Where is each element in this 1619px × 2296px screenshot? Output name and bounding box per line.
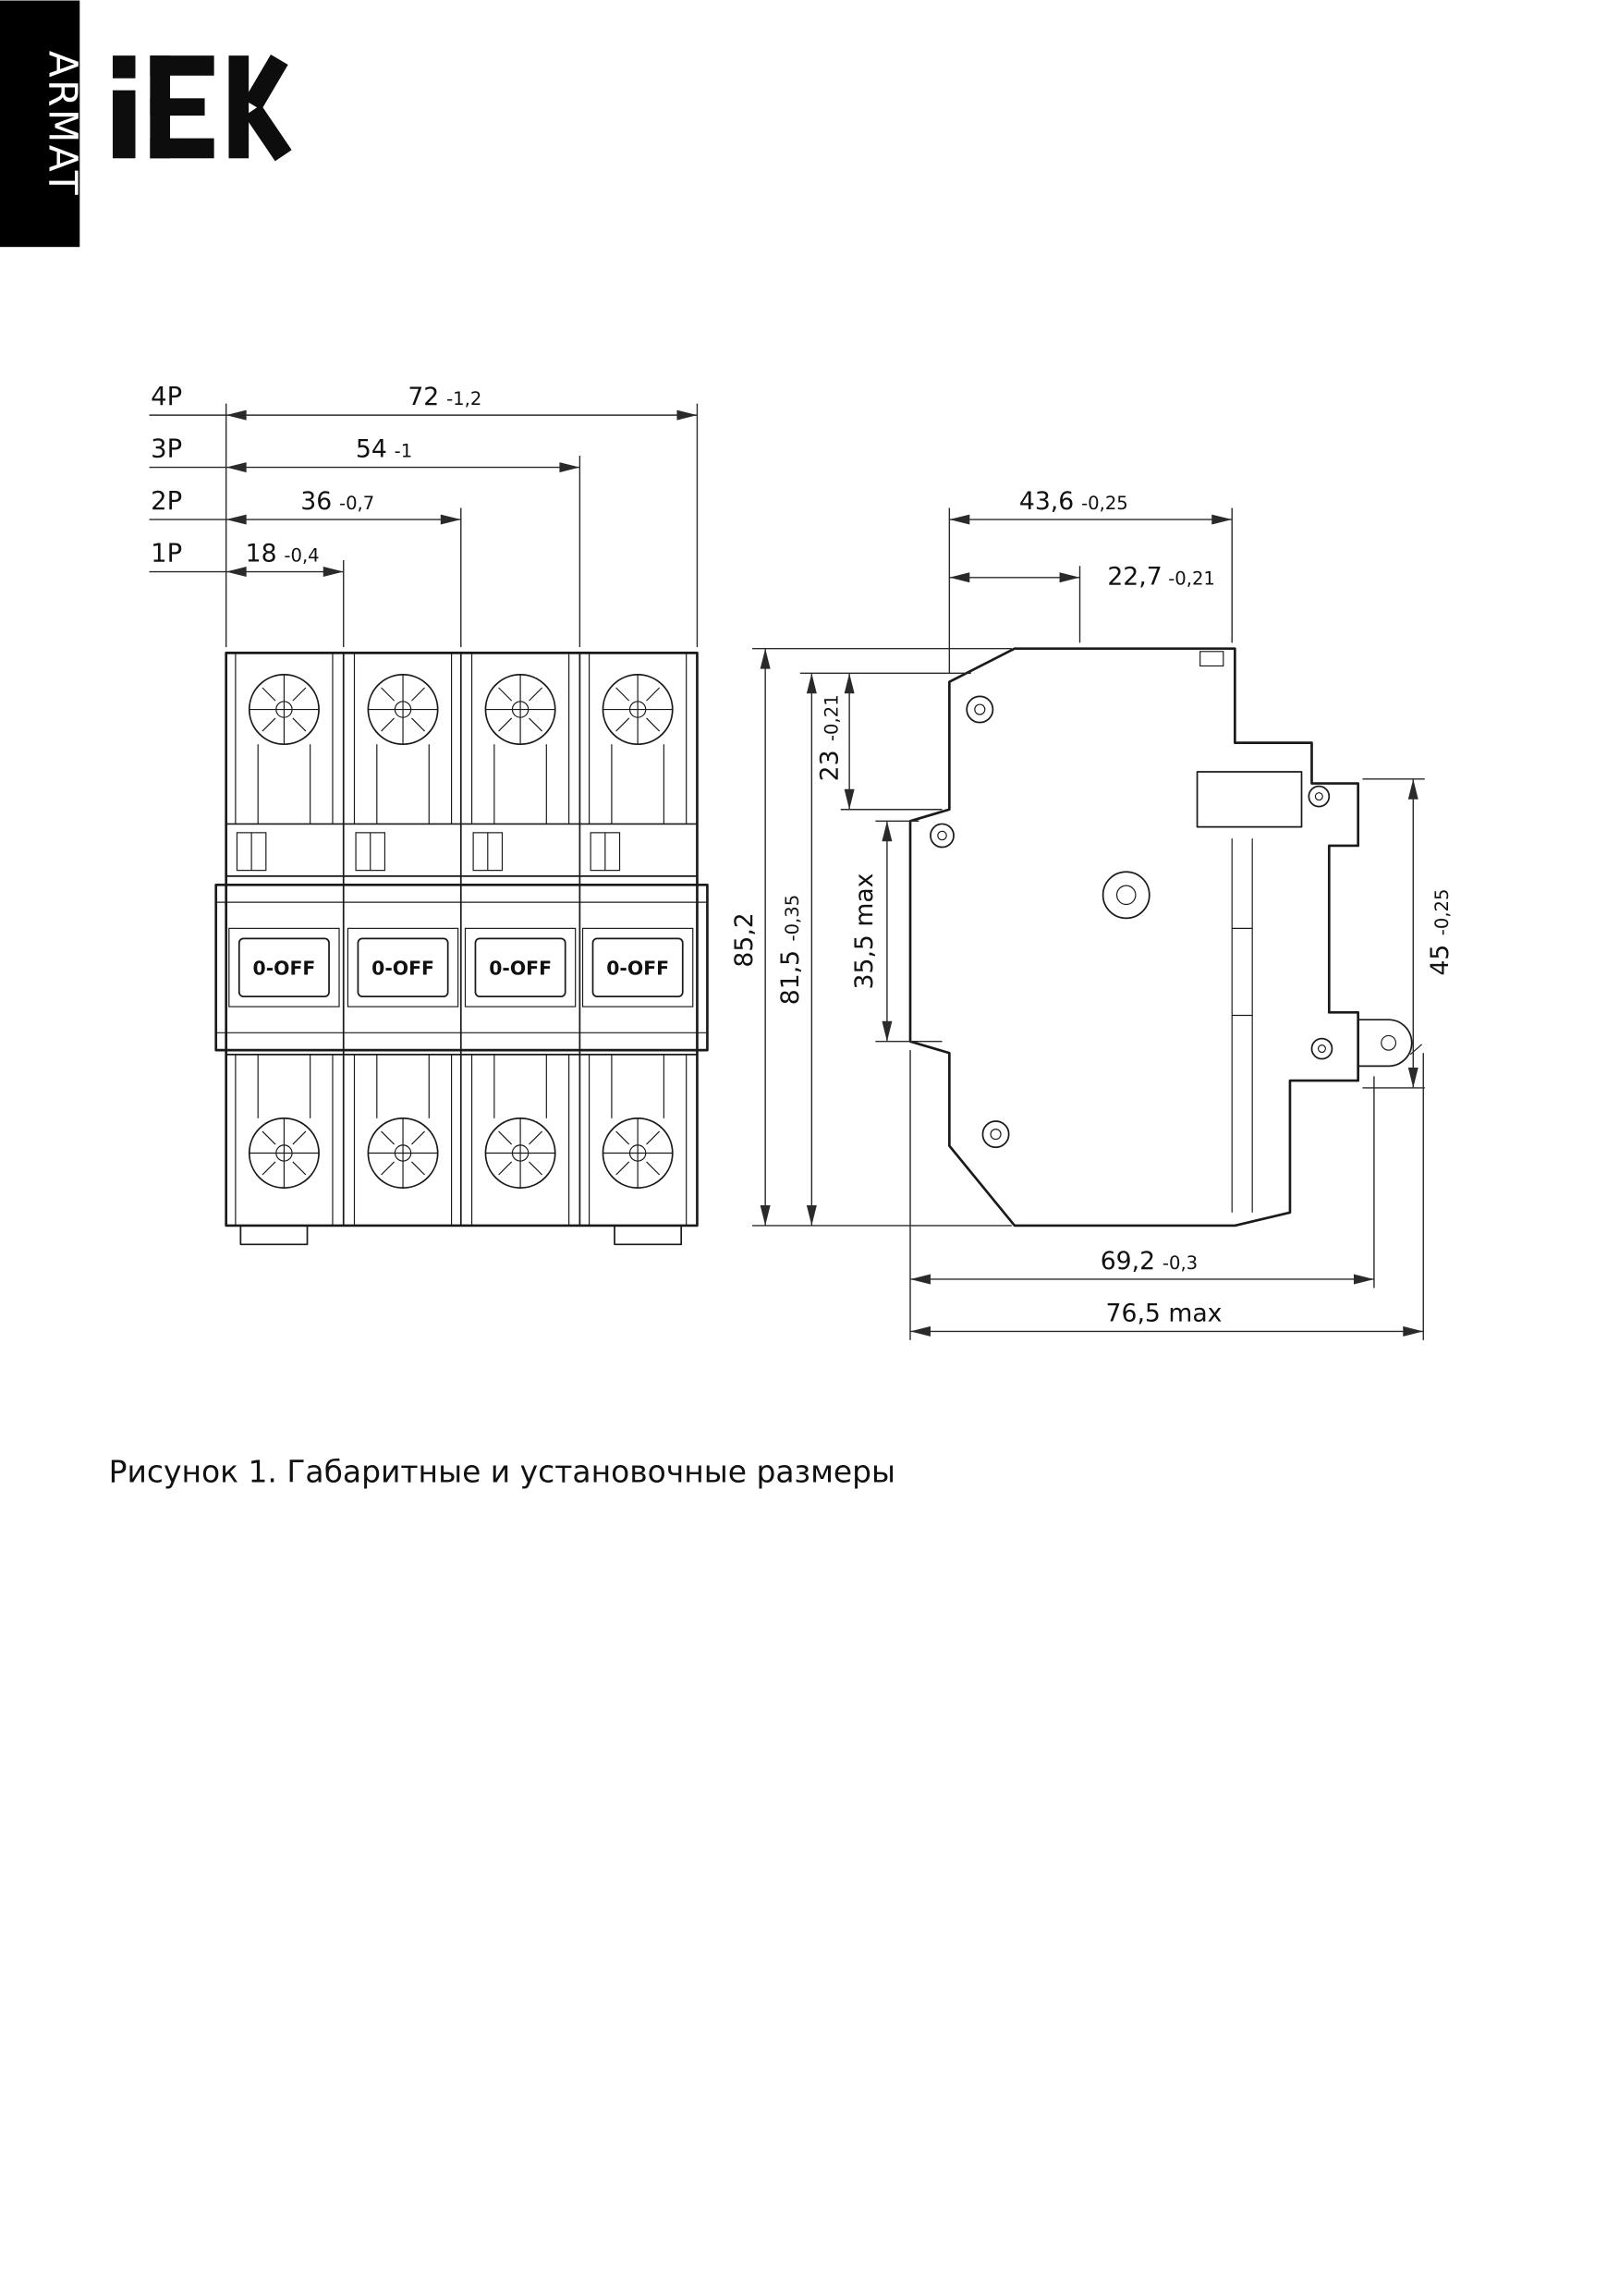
- pole-label: 1P: [151, 540, 182, 568]
- dim-tolerance: -0,21: [822, 694, 843, 741]
- dim-2p: 2P 36 -0,7: [149, 487, 461, 525]
- dim-value: 45: [1426, 945, 1455, 976]
- toggle-3: [464, 927, 577, 1008]
- front-view-dimensions: 4P 72 -1,2 3P 54 -1 2P 36 -0,7 1P: [149, 383, 699, 648]
- dim-tolerance: -0,25: [1081, 493, 1128, 514]
- din-tab-right: [614, 1225, 683, 1246]
- pole-label: 3P: [151, 435, 182, 464]
- dim-height-top-section: 23 -0,21: [816, 673, 855, 810]
- din-tab-left: [239, 1225, 309, 1246]
- dim-value: 23: [816, 750, 845, 781]
- dim-value: 81,5: [776, 950, 805, 1005]
- figure-caption: Рисунок 1. Габаритные и установочные раз…: [109, 1454, 895, 1490]
- dim-value: 18: [246, 540, 277, 568]
- pole-label: 4P: [151, 383, 182, 411]
- dim-tolerance: -0,7: [339, 493, 374, 514]
- toggle-4: [581, 927, 694, 1008]
- dim-1p: 1P 18 -0,4: [149, 540, 344, 578]
- toggle-1: [227, 927, 340, 1008]
- dim-height-body: 81,5 -0,35: [776, 673, 817, 1226]
- brand-strip: ARMAT: [0, 0, 85, 248]
- side-view-dimensions: 43,6 -0,25 22,7 -0,21 85,2 81,5: [730, 487, 1455, 1340]
- dim-3p: 3P 54 -1: [149, 435, 580, 473]
- dim-tolerance: -1: [395, 441, 413, 462]
- rivets: [930, 695, 1333, 1149]
- toggle-2: [347, 927, 459, 1008]
- series-name: ARMAT: [40, 51, 85, 197]
- dim-value: 43,6: [1019, 487, 1074, 516]
- dim-value: 76,5 max: [1106, 1299, 1223, 1327]
- din-latch: [1357, 1019, 1423, 1068]
- dim-tolerance: -0,4: [284, 545, 319, 567]
- dim-value: 85,2: [730, 912, 759, 967]
- dim-value: 69,2: [1101, 1247, 1155, 1276]
- dim-height-din-zone: 45 -0,25: [1407, 778, 1455, 1088]
- dim-tolerance: -0,3: [1163, 1252, 1198, 1274]
- dim-width-top: 43,6 -0,25: [949, 487, 1233, 525]
- dim-value: 22,7: [1107, 563, 1162, 592]
- dim-depth-max: 76,5 max: [910, 1299, 1424, 1337]
- dim-width-front-step: 22,7 -0,21: [949, 563, 1215, 592]
- front-view: [214, 652, 709, 1246]
- dim-4p: 4P 72 -1,2: [149, 383, 698, 421]
- dim-tolerance: -0,25: [1431, 889, 1453, 936]
- dim-depth-to-rail: 69,2 -0,3: [910, 1247, 1374, 1285]
- dim-height-total: 85,2: [730, 648, 771, 1226]
- dim-value: 72: [408, 383, 439, 411]
- dim-value: 54: [356, 435, 387, 464]
- dim-height-front-protrusion: 35,5 max: [850, 821, 893, 1042]
- marking-window: [1196, 771, 1303, 828]
- pole-label: 2P: [151, 487, 182, 516]
- dim-tolerance: -0,21: [1168, 568, 1215, 590]
- dim-tolerance: -0,35: [782, 895, 803, 942]
- dim-tolerance: -1,2: [446, 388, 481, 409]
- iek-logo: [112, 54, 292, 162]
- dim-value: 36: [300, 487, 332, 516]
- dim-value: 35,5 max: [850, 873, 879, 990]
- side-view: [908, 647, 1423, 1227]
